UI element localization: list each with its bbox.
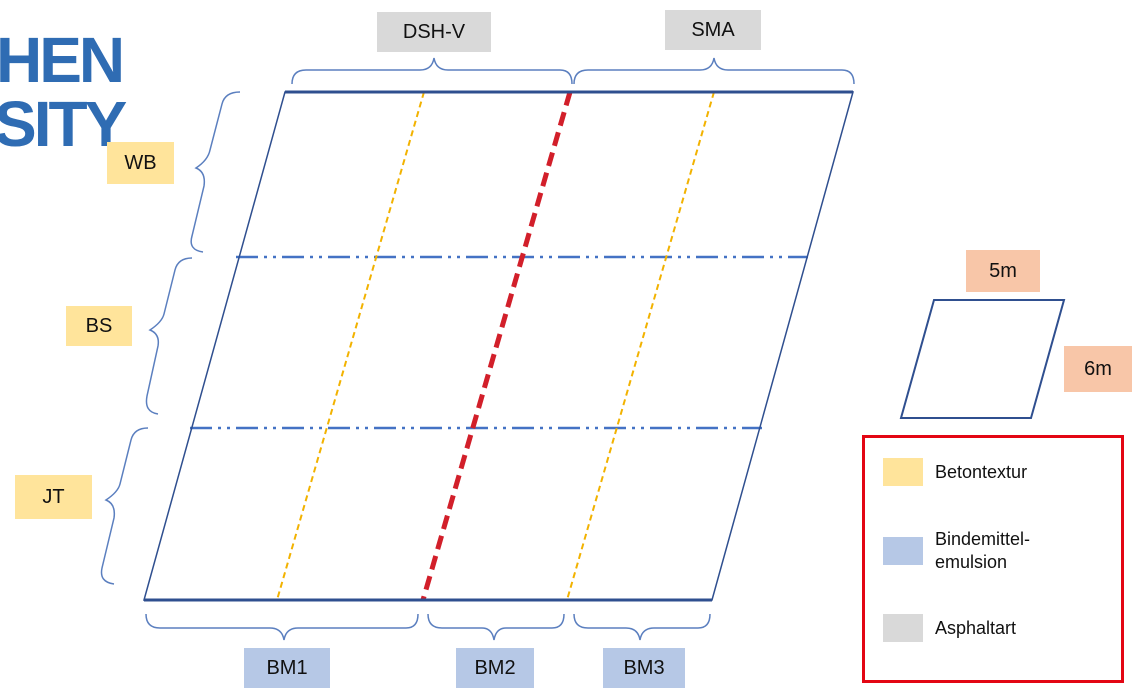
brace-left-top <box>190 91 241 253</box>
logo-line-1: HEN <box>0 24 125 96</box>
brace-bottom-right <box>573 613 711 641</box>
brace-bottom-left <box>145 613 419 641</box>
red-dashed-line <box>420 91 573 601</box>
label-bs: BS <box>66 306 132 346</box>
label-bm3: BM3 <box>603 648 685 688</box>
label-width-5m: 5m <box>966 250 1040 292</box>
label-wb: WB <box>107 142 174 184</box>
legend-label-asphaltart: Asphaltart <box>935 617 1017 638</box>
legend-item-betontextur: Betontextur <box>883 458 1027 486</box>
legend-item-asphaltart: Asphaltart <box>883 614 1016 642</box>
yellow-dashed-line-right <box>566 91 715 601</box>
brace-left-bottom <box>100 427 149 585</box>
label-bm2: BM2 <box>456 648 534 688</box>
label-dsh-v: DSH-V <box>377 12 491 52</box>
brace-top-left <box>291 57 573 85</box>
label-height-6m: 6m <box>1064 346 1132 392</box>
legend-swatch-gray <box>883 614 923 642</box>
scale-field <box>899 299 1066 419</box>
legend-swatch-blue <box>883 536 923 565</box>
brace-bottom-middle <box>427 613 565 641</box>
legend-box: Betontextur Bindemittel- emulsion Asphal… <box>862 435 1124 683</box>
yellow-dashed-line-left <box>276 91 425 601</box>
label-jt: JT <box>15 475 92 519</box>
label-sma: SMA <box>665 10 761 50</box>
brace-top-right <box>573 57 855 85</box>
legend-item-bindemittel: Bindemittel- emulsion <box>883 528 1030 573</box>
brace-left-middle <box>145 257 193 415</box>
legend-swatch-yellow <box>883 458 923 486</box>
label-bm1: BM1 <box>244 648 330 688</box>
legend-label-betontextur: Betontextur <box>935 461 1028 482</box>
logo-line-2: SITY <box>0 88 127 160</box>
legend-label-bindemittel: Bindemittel- emulsion <box>935 529 1031 572</box>
